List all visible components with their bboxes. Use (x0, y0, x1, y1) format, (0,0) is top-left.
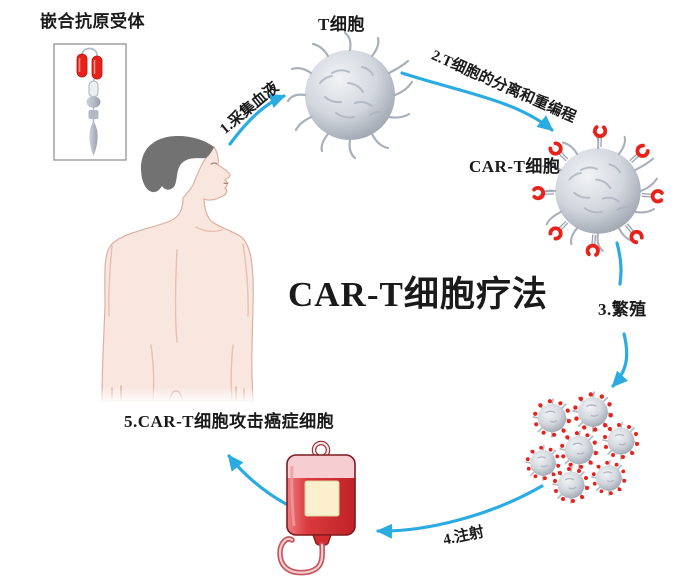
person-body (101, 146, 254, 402)
car-t-cell-illustration (534, 127, 665, 258)
face-features (210, 162, 229, 185)
chimeric-antigen-receptor-box (53, 43, 127, 161)
cycle-arrows (227, 71, 629, 539)
arrow-step3-proliferate (611, 332, 629, 388)
step5-label: 5.CAR-T细胞攻击癌症细胞 (124, 412, 335, 431)
bag-label (304, 480, 340, 517)
arrow-step3-upper-segment (615, 241, 623, 286)
t-cell-illustration (286, 31, 414, 160)
receptor-binder-left (76, 53, 88, 78)
car-t-cell-label: CAR-T细胞 (469, 157, 561, 176)
person-figure (95, 136, 265, 403)
receptor-signal-domain (89, 121, 98, 156)
arrow-step4-inject (376, 484, 544, 539)
arrow-step1-collect-blood (228, 94, 286, 146)
arrow-step2-reprogram (400, 71, 554, 132)
step3-label: 3.繁殖 (598, 300, 647, 319)
figure-fade (95, 387, 265, 403)
person-hair (141, 136, 214, 193)
t-cell-label: T细胞 (318, 15, 365, 34)
receptor-transmembrane (86, 96, 101, 108)
arrow-step5-attack (227, 454, 288, 506)
receptor-costim-domain (88, 110, 99, 119)
bag-top-pink (287, 455, 355, 478)
receptor-binder-right (91, 55, 103, 80)
receptor-hinge (88, 80, 99, 98)
blood-bag-illustration (277, 440, 356, 576)
receptor-legend-label: 嵌合抗原受体 (40, 12, 145, 31)
diagram-title: CAR-T细胞疗法 (288, 275, 548, 314)
